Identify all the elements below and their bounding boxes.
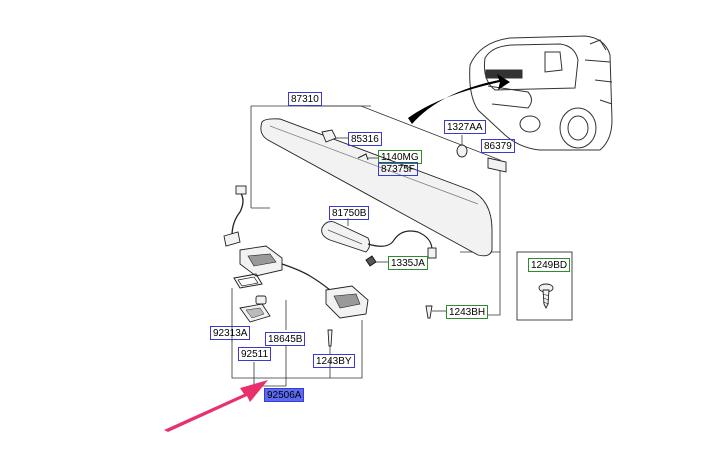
label-1335JA[interactable]: 1335JA bbox=[388, 256, 428, 270]
label-92511[interactable]: 92511 bbox=[238, 347, 272, 361]
label-85316[interactable]: 85316 bbox=[348, 132, 382, 146]
switch-81750B bbox=[321, 221, 371, 253]
label-87310[interactable]: 87310 bbox=[288, 92, 322, 106]
label-1249BD[interactable]: 1249BD bbox=[528, 258, 571, 272]
label-1243BY[interactable]: 1243BY bbox=[313, 354, 355, 368]
label-81750B[interactable]: 81750B bbox=[329, 206, 370, 220]
detail-box bbox=[516, 251, 573, 321]
grommet bbox=[456, 144, 468, 158]
label-92506A[interactable]: 92506A bbox=[264, 388, 305, 402]
label-87375F[interactable]: 87375F bbox=[378, 162, 418, 176]
garnish-bar bbox=[260, 118, 493, 257]
label-1243BH[interactable]: 1243BH bbox=[446, 305, 489, 319]
wire-harness bbox=[231, 191, 244, 237]
label-1327AA[interactable]: 1327AA bbox=[444, 120, 486, 134]
highlight-arrow bbox=[164, 380, 268, 432]
pointer-arrow bbox=[408, 74, 510, 124]
car-illustration bbox=[469, 35, 613, 151]
screw-icon bbox=[538, 283, 554, 310]
label-18645B[interactable]: 18645B bbox=[265, 332, 306, 346]
pad-86379 bbox=[487, 157, 507, 173]
label-92313A[interactable]: 92313A bbox=[210, 326, 251, 340]
label-1140MG[interactable]: 1140MG bbox=[378, 150, 422, 164]
label-86379[interactable]: 86379 bbox=[481, 139, 515, 153]
